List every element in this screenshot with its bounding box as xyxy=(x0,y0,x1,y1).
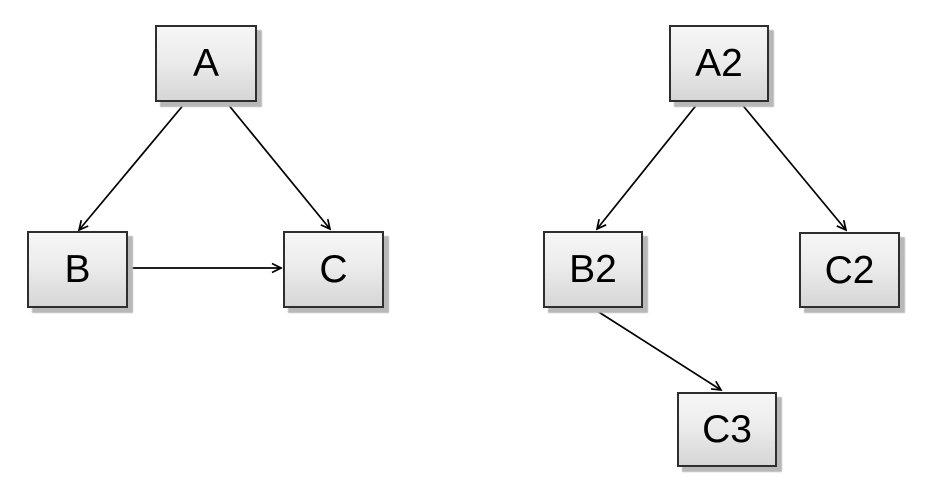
node-label-A: A xyxy=(192,42,219,85)
edge-B2-C3[interactable] xyxy=(593,308,721,390)
node-A[interactable]: A xyxy=(155,25,257,102)
node-label-B2: B2 xyxy=(569,248,617,291)
node-B2[interactable]: B2 xyxy=(543,231,643,308)
node-C[interactable]: C xyxy=(283,231,384,308)
node-label-C3: C3 xyxy=(702,408,752,451)
node-label-C2: C2 xyxy=(824,248,875,292)
node-label-B: B xyxy=(64,248,91,291)
edge-A-C[interactable] xyxy=(226,102,330,229)
edges-group xyxy=(79,101,846,390)
node-label-A2: A2 xyxy=(695,42,743,85)
edge-A2-C2[interactable] xyxy=(739,101,846,230)
node-C2[interactable]: C2 xyxy=(799,232,900,308)
node-C3[interactable]: C3 xyxy=(677,392,777,467)
node-B[interactable]: B xyxy=(27,231,128,308)
node-A2[interactable]: A2 xyxy=(669,25,769,102)
node-label-C: C xyxy=(319,248,348,291)
edge-A2-B2[interactable] xyxy=(597,102,699,229)
edge-A-B[interactable] xyxy=(79,102,186,230)
